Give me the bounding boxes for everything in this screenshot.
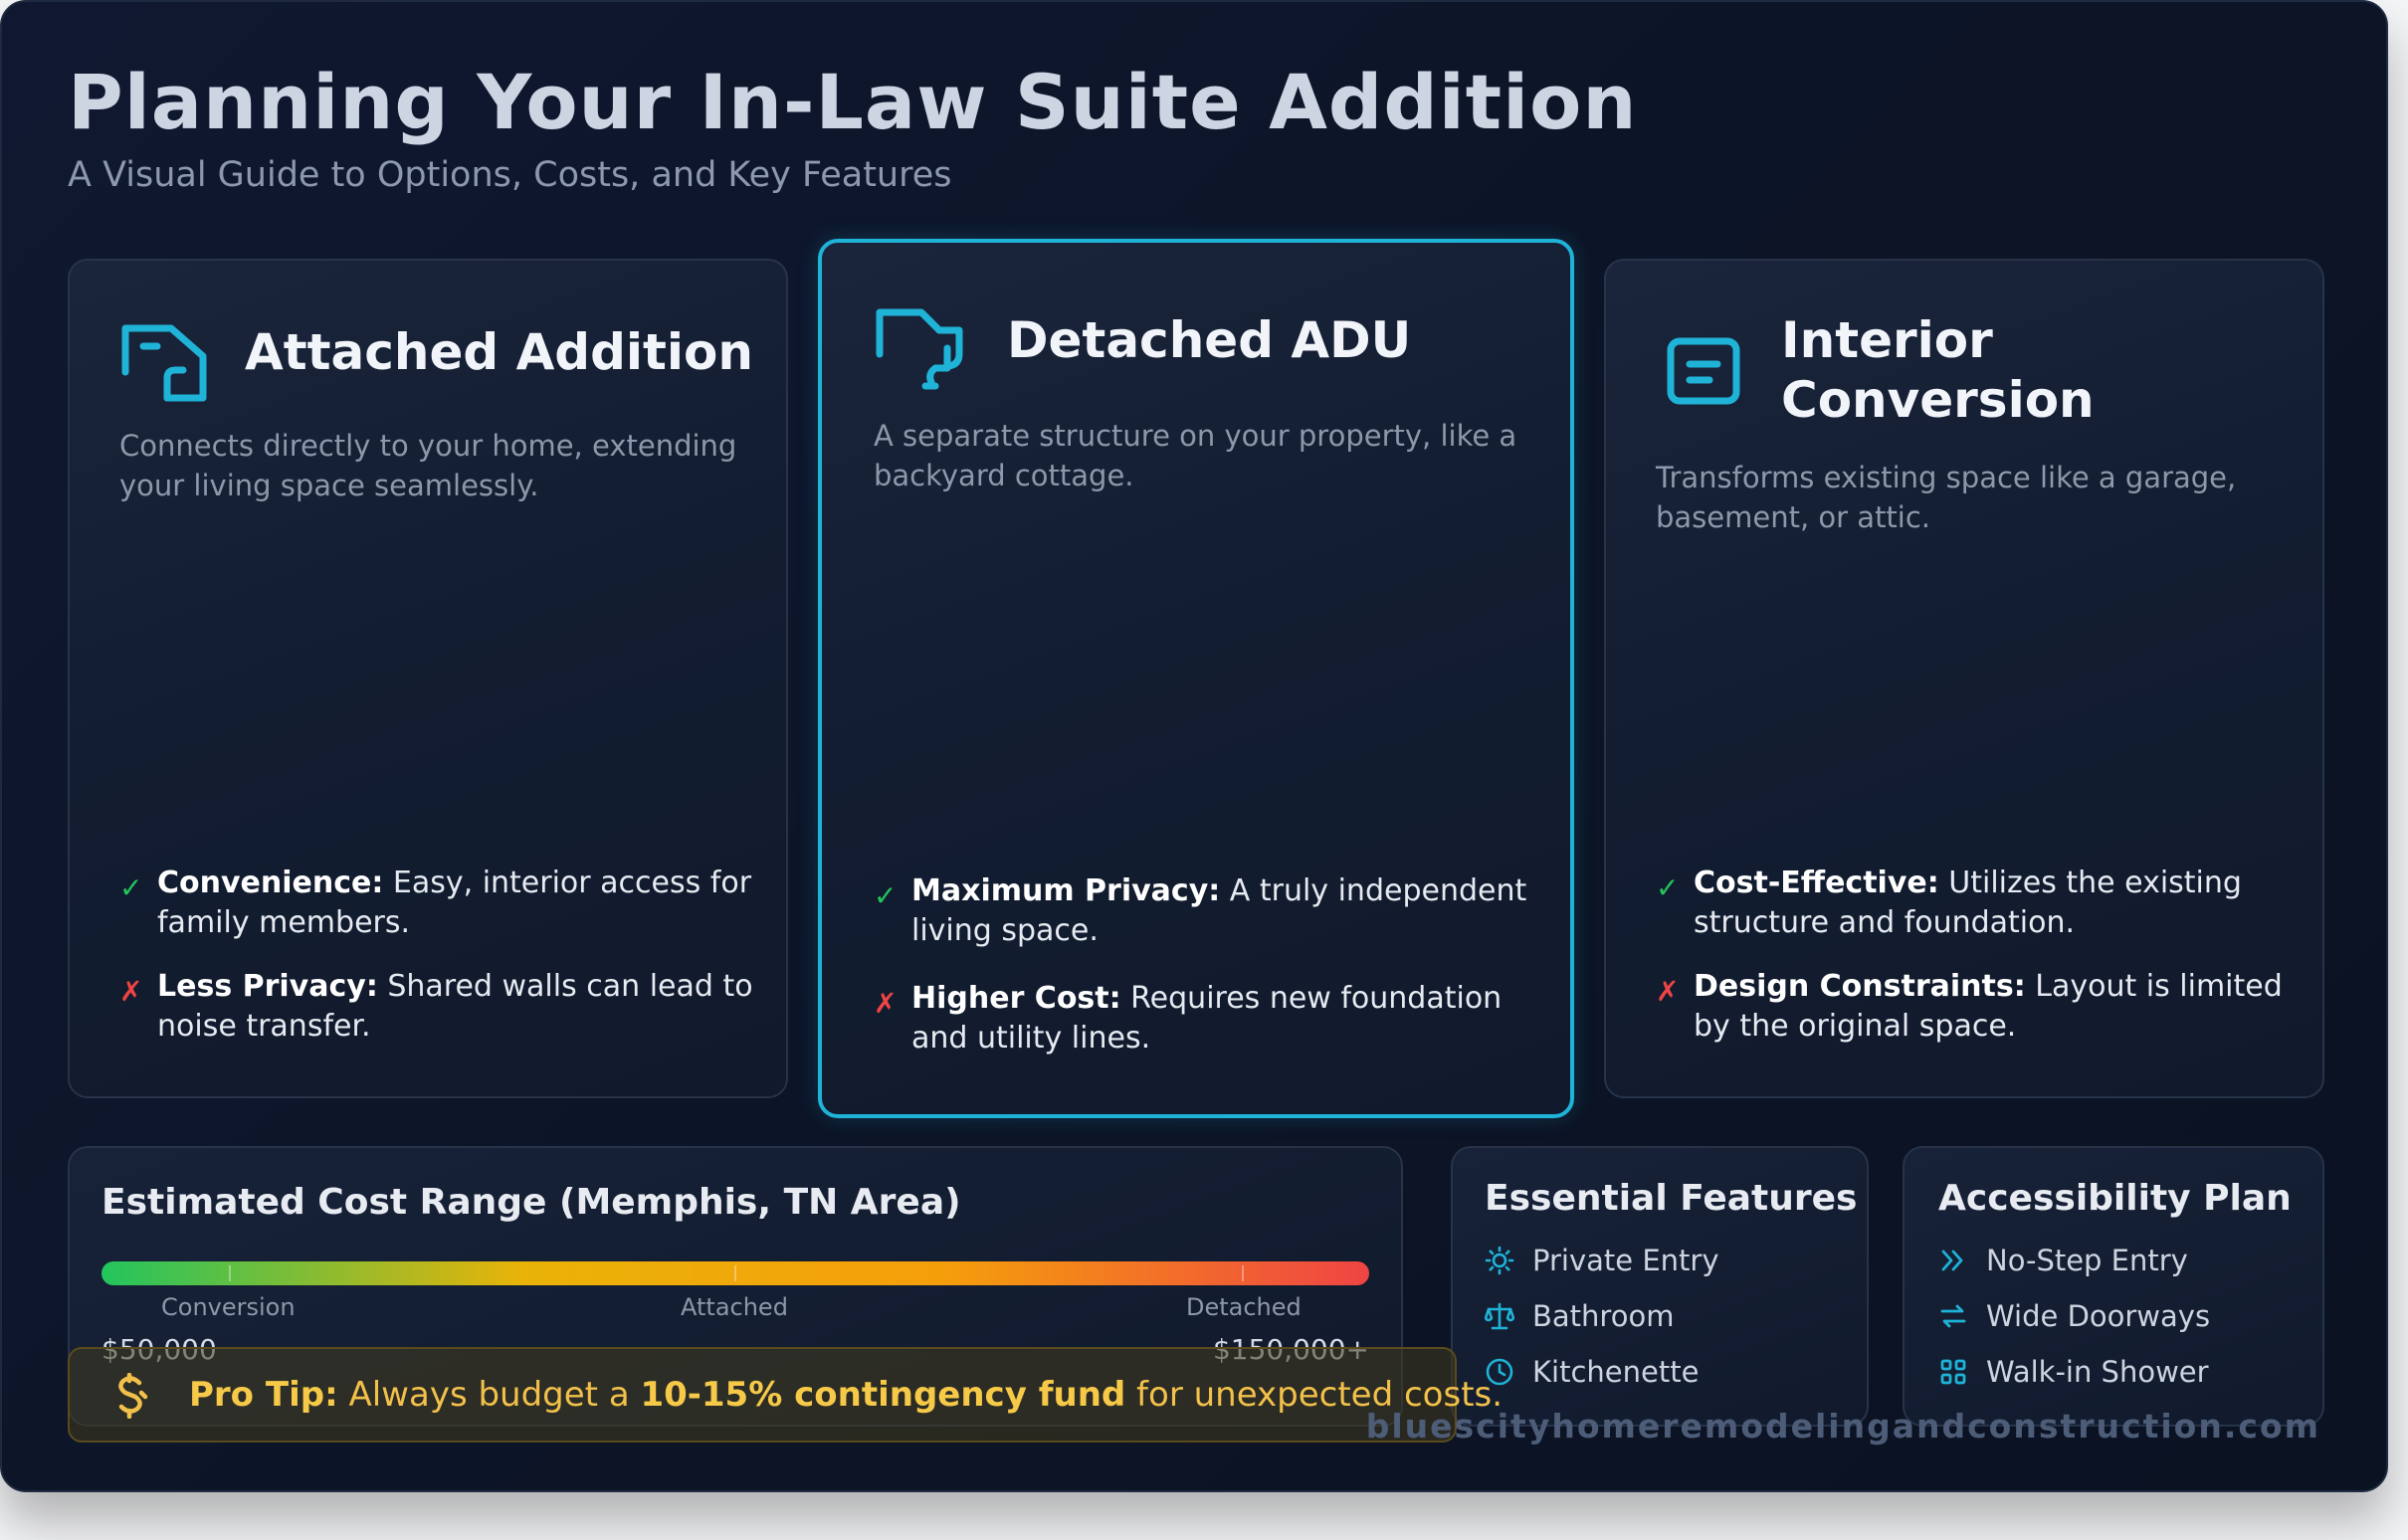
cost-gradient-bar bbox=[101, 1261, 1369, 1285]
page-subtitle: A Visual Guide to Options, Costs, and Ke… bbox=[68, 155, 952, 195]
check-icon: ✓ bbox=[874, 879, 898, 912]
cross-icon: ✗ bbox=[1656, 975, 1680, 1008]
pro-label: Maximum Privacy: bbox=[911, 873, 1221, 908]
option-card-interior: Interior Conversion Transforms existing … bbox=[1604, 259, 2324, 1098]
option-description: A separate structure on your property, l… bbox=[874, 419, 1517, 492]
feature-item: Bathroom bbox=[1485, 1299, 1674, 1333]
con-label: Higher Cost: bbox=[911, 981, 1121, 1016]
check-icon: ✓ bbox=[119, 871, 143, 904]
con-label: Design Constraints: bbox=[1694, 969, 2026, 1004]
con-text: Shared walls can lead to noise transfer. bbox=[157, 969, 753, 1044]
option-card-detached: Detached ADU A separate structure on you… bbox=[818, 239, 1574, 1118]
option-description: Connects directly to your home, extendin… bbox=[119, 429, 737, 502]
cost-tick bbox=[229, 1265, 231, 1281]
cost-marker-label: Detached bbox=[1186, 1293, 1302, 1321]
document-icon bbox=[1666, 336, 1741, 410]
site-watermark: bluescityhomeremodelingandconstruction.c… bbox=[1365, 1407, 2320, 1445]
pro-label: Cost-Effective: bbox=[1694, 866, 1939, 900]
swap-arrows-icon bbox=[1940, 1304, 1966, 1328]
option-title: Attached Addition bbox=[245, 323, 753, 381]
feature-item: Private Entry bbox=[1485, 1244, 1718, 1277]
feature-item: Kitchenette bbox=[1485, 1355, 1699, 1389]
feature-label: Private Entry bbox=[1532, 1244, 1719, 1277]
cost-marker-label: Conversion bbox=[161, 1293, 296, 1321]
features-title: Essential Features bbox=[1485, 1178, 1858, 1219]
con-label: Less Privacy: bbox=[157, 969, 378, 1004]
pro-tip-text-before: Always budget a bbox=[337, 1375, 641, 1415]
accessibility-title: Accessibility Plan bbox=[1938, 1178, 2292, 1219]
cost-title: Estimated Cost Range (Memphis, TN Area) bbox=[101, 1182, 961, 1223]
pro-text: A truly independent living space. bbox=[911, 873, 1527, 948]
accessibility-item: Wide Doorways bbox=[1938, 1299, 2210, 1333]
pro-text: Utilizes the existing structure and foun… bbox=[1694, 866, 2242, 940]
pro-tip-label: Pro Tip: bbox=[189, 1375, 338, 1415]
accessibility-label: Walk-in Shower bbox=[1986, 1355, 2209, 1389]
con-text: Requires new foundation and utility line… bbox=[911, 981, 1503, 1056]
grid-icon bbox=[1940, 1359, 1966, 1385]
accessibility-item: No-Step Entry bbox=[1938, 1244, 2188, 1277]
pro-tip-text-after: for unexpected costs. bbox=[1125, 1375, 1504, 1415]
pro-tip-emphasis: 10-15% contingency fund bbox=[640, 1375, 1126, 1415]
cost-tick bbox=[1242, 1265, 1244, 1281]
clock-icon bbox=[1486, 1358, 1513, 1386]
money-tip-icon bbox=[111, 1372, 151, 1423]
option-con: ✗ Less Privacy: Shared walls can lead to… bbox=[119, 967, 756, 1047]
option-card-attached: Attached Addition Connects directly to y… bbox=[68, 259, 788, 1098]
detached-house-icon bbox=[874, 304, 967, 394]
cross-icon: ✗ bbox=[119, 975, 143, 1008]
pro-tip-text: Pro Tip: Always budget a 10-15% continge… bbox=[189, 1375, 1503, 1415]
con-text: Layout is limited by the original space. bbox=[1694, 969, 2283, 1044]
page-title: Planning Your In-Law Suite Addition bbox=[68, 58, 1638, 146]
feature-label: Bathroom bbox=[1532, 1299, 1675, 1333]
option-pro: ✓ Cost-Effective: Utilizes the existing … bbox=[1656, 864, 2303, 943]
feature-label: Kitchenette bbox=[1532, 1355, 1700, 1389]
option-con: ✗ Higher Cost: Requires new foundation a… bbox=[874, 979, 1550, 1059]
accessibility-label: No-Step Entry bbox=[1986, 1244, 2188, 1277]
option-con: ✗ Design Constraints: Layout is limited … bbox=[1656, 967, 2303, 1047]
cost-marker-label: Attached bbox=[681, 1293, 788, 1321]
cost-tick bbox=[734, 1265, 736, 1281]
infographic-frame: Planning Your In-Law Suite Addition A Vi… bbox=[0, 0, 2388, 1492]
option-pro: ✓ Maximum Privacy: A truly independent l… bbox=[874, 871, 1550, 951]
sun-icon bbox=[1485, 1246, 1514, 1275]
essential-features-panel: Essential Features Private Entry Bathroo… bbox=[1451, 1146, 1869, 1427]
pro-tip-box: Pro Tip: Always budget a 10-15% continge… bbox=[68, 1347, 1503, 1443]
double-chevron-right-icon bbox=[1941, 1250, 1963, 1271]
accessibility-plan-panel: Accessibility Plan No-Step Entry Wide Do… bbox=[1903, 1146, 2324, 1427]
scale-icon bbox=[1485, 1302, 1514, 1330]
option-title: Detached ADU bbox=[1007, 311, 1412, 369]
option-title: Interior Conversion bbox=[1781, 311, 2095, 429]
check-icon: ✓ bbox=[1656, 871, 1680, 904]
pro-label: Convenience: bbox=[157, 866, 384, 900]
accessibility-item: Walk-in Shower bbox=[1938, 1355, 2209, 1389]
pro-text: Easy, interior access for family members… bbox=[157, 866, 752, 940]
accessibility-label: Wide Doorways bbox=[1986, 1299, 2211, 1333]
option-pro: ✓ Convenience: Easy, interior access for… bbox=[119, 864, 756, 943]
cross-icon: ✗ bbox=[874, 987, 898, 1020]
attached-home-icon bbox=[119, 320, 211, 408]
option-description: Transforms existing space like a garage,… bbox=[1656, 461, 2237, 534]
